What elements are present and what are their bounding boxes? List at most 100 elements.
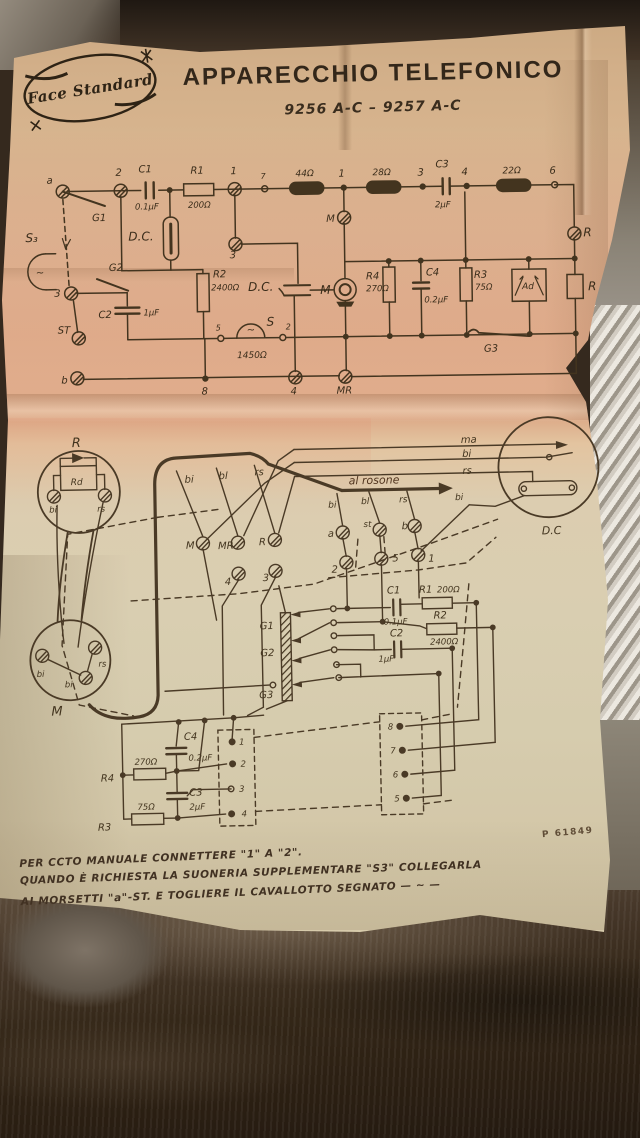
- strip-screw-b: [407, 518, 422, 534]
- plate-screw-3: [268, 563, 283, 579]
- extra-ringer-S3-bell: [27, 253, 47, 291]
- label-C2-value: 1µF: [143, 308, 159, 318]
- terminal-screw-MR: [338, 369, 353, 384]
- label-R-receiver: R: [588, 279, 597, 293]
- label-al-rosone: al rosone: [349, 473, 400, 487]
- handset-cord: [87, 451, 344, 720]
- terminal-screw-3-left: [63, 286, 79, 301]
- label-C3: C3: [435, 159, 449, 170]
- label-R2-value: 2400Ω: [211, 283, 240, 293]
- strip-screw-a: [335, 525, 351, 540]
- label-DC-pill: D.C.: [128, 229, 153, 243]
- jumper-terminal-7: [260, 185, 269, 193]
- label-tx-bi: bi: [37, 670, 46, 680]
- label-tx-bi2: bi: [65, 680, 74, 690]
- label-box-4: 4: [242, 810, 248, 820]
- terminal-screw-3: [228, 236, 243, 252]
- label-terminal-4b: 4: [290, 386, 297, 397]
- label-strip-1: 1: [428, 554, 435, 565]
- label-node-3: 3: [417, 168, 424, 179]
- label-plate-3: 3: [263, 573, 270, 584]
- label-C2: C2: [98, 310, 112, 321]
- label-coil-44: 44Ω: [295, 169, 314, 179]
- label-G2: G2: [109, 263, 123, 274]
- label-R4: R4: [366, 271, 379, 282]
- label-low-R3v: 75Ω: [137, 802, 155, 812]
- strip-screw-5: [373, 551, 389, 567]
- label-tx-rs: rs: [98, 659, 107, 669]
- wall-rose-DC: [468, 416, 600, 519]
- label-M-transmitter: M: [320, 283, 331, 297]
- case-outline-dashed: [61, 508, 499, 813]
- label-plate-MR: MR: [218, 541, 234, 552]
- strip-screw-1: [410, 547, 426, 563]
- label-low-C2v: 1µF: [378, 654, 394, 664]
- label-strip-b: b: [402, 521, 409, 532]
- terminal-box-1-4: [217, 728, 257, 827]
- hook-switch: [269, 605, 343, 702]
- couch-fabric-bottom-left: [0, 893, 170, 1008]
- terminal-screw-b: [70, 371, 85, 386]
- label-box-7: 7: [390, 746, 396, 756]
- plate-screw-4: [231, 566, 246, 582]
- label-C4: C4: [426, 267, 440, 278]
- label-low-R2: R2: [433, 610, 447, 621]
- paper-shadow: [0, 555, 130, 920]
- label-ST: ST: [58, 325, 71, 336]
- label-low-R2v: 2400Ω: [430, 637, 459, 648]
- paper-crease: [574, 26, 592, 215]
- label-wire-bl: bl: [218, 471, 228, 482]
- label-hook-G2: G2: [260, 648, 274, 659]
- label-R-screw: R: [583, 225, 592, 239]
- label-low-R1v: 200Ω: [437, 585, 460, 595]
- label-S3: S₃: [25, 231, 38, 245]
- terminal-screw-ST: [71, 331, 87, 346]
- label-DC-contact: D.C.: [248, 280, 273, 294]
- terminal-screw-4: [288, 370, 303, 385]
- strip-screw-2: [339, 555, 354, 570]
- label-box-8: 8: [388, 722, 394, 732]
- label-MR: MR: [336, 386, 352, 397]
- upper-circuit-schematic: a 2 G1 C1 0.1µF R1 200Ω 1 7 44Ω 1 M 28Ω …: [25, 159, 597, 397]
- paper-pink-tint: [0, 130, 630, 420]
- label-node-1: 1: [338, 169, 345, 180]
- label-bi-a: bi: [328, 501, 337, 511]
- paper-crease: [338, 26, 352, 150]
- lower-wiring-diagram: R Rd bi rs bi rs bi M bi bl rs M MR R 4 …: [29, 416, 600, 834]
- label-wire-bi-dc: bi: [462, 449, 472, 460]
- transmitter-screw-rs: [87, 640, 103, 656]
- label-screw3-num: 3: [230, 250, 237, 261]
- label-C1-value: 0.1µF: [135, 202, 159, 212]
- terminal-screw-R: [567, 226, 582, 241]
- label-G3: G3: [484, 344, 498, 355]
- label-wire-bi: bi: [185, 475, 195, 486]
- label-strip-2: 2: [331, 565, 338, 576]
- label-S3-wave: ~: [36, 268, 45, 279]
- label-R3: R3: [474, 270, 487, 281]
- receiver-screw-bi: [46, 489, 62, 504]
- transmitter-screw-bi2: [78, 670, 94, 686]
- label-hook-G3: G3: [259, 690, 273, 701]
- label-DC-rose: D.C: [542, 524, 562, 537]
- label-R1-value: 200Ω: [188, 201, 211, 211]
- label-low-C4v: 0.2µF: [188, 753, 212, 763]
- label-low-R3: R3: [98, 822, 112, 833]
- label-strip-a: a: [328, 529, 334, 540]
- label-C3-value: 2µF: [435, 200, 451, 210]
- label-plate-M: M: [186, 541, 195, 552]
- label-low-C3: C3: [189, 787, 203, 798]
- label-bl-st: bl: [361, 497, 370, 507]
- label-terminal-3-left: 3: [54, 289, 61, 300]
- label-low-R1: R1: [419, 585, 433, 596]
- paper-crease: [0, 268, 295, 282]
- label-wire-rs: rs: [254, 467, 264, 478]
- terminal-box-5-8: [378, 712, 425, 816]
- label-handset-R: R: [72, 436, 81, 451]
- label-C4-value: 0.2µF: [424, 295, 448, 305]
- label-terminal-1: 1: [230, 166, 237, 177]
- label-Rd: Rd: [71, 478, 83, 488]
- label-M-screw: M: [326, 214, 335, 225]
- label-box-6: 6: [393, 770, 399, 780]
- label-low-R4v: 270Ω: [134, 757, 157, 767]
- label-handset-M: M: [51, 704, 63, 719]
